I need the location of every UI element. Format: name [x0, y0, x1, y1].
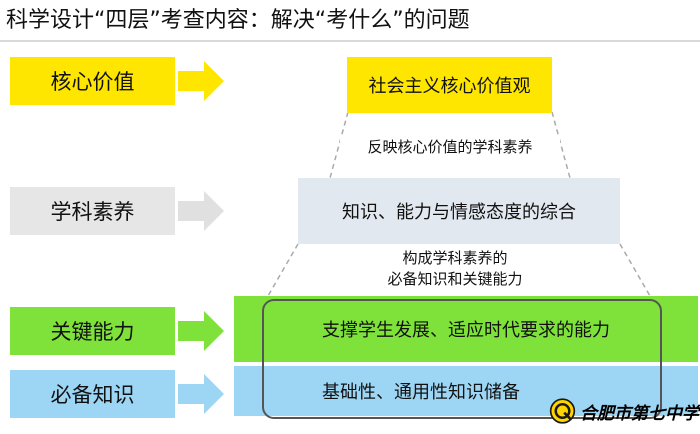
note-compose-literacy: 构成学科素养的 必备知识和关键能力: [330, 248, 580, 290]
bracket-key-ability-and-knowledge: [262, 299, 662, 419]
arrow-right-icon: [178, 307, 226, 355]
arrow-right-icon: [178, 187, 226, 235]
label-subject-literacy: 学科素养: [10, 187, 175, 235]
label-essential-knowledge: 必备知识: [10, 370, 175, 418]
label-core-value: 核心价值: [10, 57, 175, 105]
note-compose-literacy-line2: 必备知识和关键能力: [387, 270, 523, 288]
box-socialist-core-values: 社会主义核心价值观: [347, 57, 552, 113]
title-divider: [0, 40, 700, 42]
page-title: 科学设计“四层”考查内容：解决“考什么”的问题: [6, 8, 470, 33]
school-logo: 合肥市第七中学: [549, 392, 699, 430]
school-name: 合肥市第七中学: [580, 403, 699, 424]
note-compose-literacy-line1: 构成学科素养的: [402, 249, 508, 267]
arrow-right-icon: [178, 370, 226, 418]
arrow-right-icon: [178, 57, 226, 105]
box-knowledge-ability-attitude: 知识、能力与情感态度的综合: [298, 178, 620, 244]
label-key-ability: 关键能力: [10, 307, 175, 355]
note-reflect-core-value: 反映核心价值的学科素养: [340, 137, 560, 158]
school-emblem-icon: [549, 398, 576, 424]
box-basic-general-knowledge: 基础性、通用性知识储备: [234, 366, 698, 416]
box-support-development-ability: 支撑学生发展、适应时代要求的能力: [234, 296, 698, 362]
